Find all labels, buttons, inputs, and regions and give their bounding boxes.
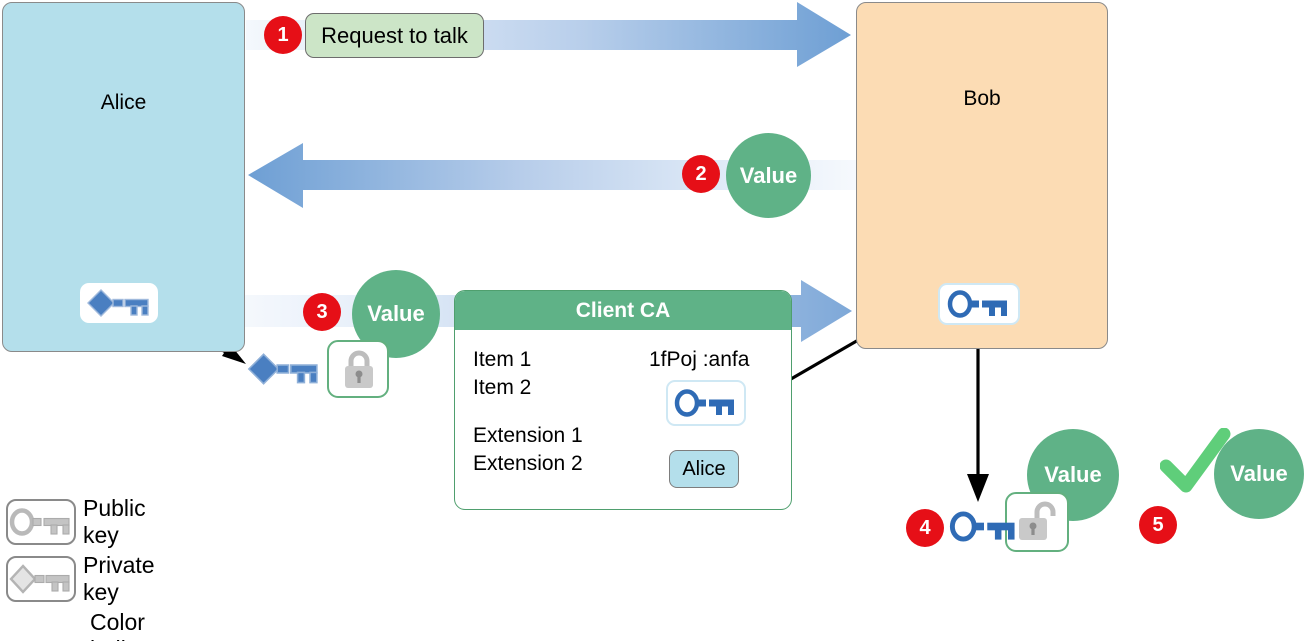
step-badge-1: 1: [264, 16, 302, 54]
ca-extension-1: Extension 1: [473, 424, 583, 447]
private-key-icon: [87, 289, 149, 317]
arrow-step1: [246, 2, 851, 67]
step-badge-4: 4: [906, 509, 944, 547]
step-badge-2: 2: [682, 155, 720, 193]
bob-public-key-chip: [938, 283, 1020, 325]
value-circle-step2: Value: [726, 133, 811, 218]
public-key-icon: [674, 389, 734, 417]
ca-extension-2: Extension 2: [473, 452, 583, 475]
public-key-icon: [9, 508, 70, 536]
party-label-bob: Bob: [963, 87, 1001, 110]
legend-label-public-key: Public key: [83, 495, 146, 548]
ca-item-1: Item 1: [473, 348, 532, 371]
legend-swatch-private-key: [6, 556, 76, 602]
step-badge-3: 3: [303, 293, 341, 331]
lock-closed-icon: [345, 350, 373, 388]
ca-hash-value: 1fPoj :anfa: [649, 348, 750, 371]
arrow-step2: [248, 143, 856, 208]
request-to-talk-pill: Request to talk: [305, 13, 484, 58]
client-ca-card: Client CA Item 1 Item 2 Extension 1 Exte…: [454, 290, 792, 510]
private-key-icon: [9, 564, 70, 594]
ca-item-2: Item 2: [473, 376, 532, 399]
party-label-alice: Alice: [100, 91, 147, 114]
public-key-icon: [949, 511, 1015, 542]
legend-swatch-public-key: [6, 499, 76, 545]
private-key-icon: [247, 353, 318, 385]
step-badge-5: 5: [1139, 506, 1177, 544]
client-ca-body: Item 1 Item 2 Extension 1 Extension 2 1f…: [455, 330, 791, 509]
ca-subject-alice-badge: Alice: [669, 450, 739, 488]
value-circle-step5: Value: [1214, 429, 1304, 519]
legend-row-private-key: Private key: [6, 552, 165, 606]
party-box-alice: Alice: [2, 2, 245, 352]
ca-public-key-chip: [666, 380, 746, 426]
public-key-icon: [947, 290, 1007, 318]
alice-private-key-chip: [80, 283, 158, 323]
connector-bob-key-down: [967, 322, 989, 502]
open-lock-box: [1005, 492, 1069, 552]
client-ca-header: Client CA: [455, 291, 791, 330]
closed-lock-box: [327, 340, 389, 398]
legend-note: Color indicates ownership: [90, 609, 181, 641]
signing-private-key-icon-wrap: [246, 352, 322, 391]
check-icon: [1160, 428, 1231, 493]
verify-public-key-icon-wrap: [948, 510, 1020, 548]
lock-open-icon: [1019, 501, 1056, 540]
legend-label-private-key: Private key: [83, 552, 155, 605]
legend-row-public-key: Public key: [6, 495, 156, 549]
